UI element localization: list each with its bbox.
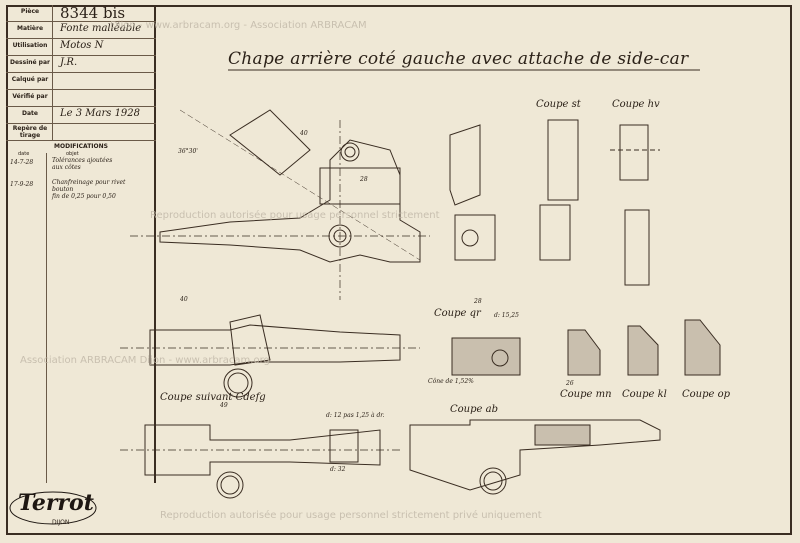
label-coupe-op: Coupe op (682, 389, 731, 400)
row-date: Date Le 3 Mars 1928 (6, 107, 156, 124)
divider (52, 22, 53, 39)
label-coupe-hv: Coupe hv (612, 99, 660, 110)
mod-date: 17-9-28 (10, 181, 34, 188)
watermark-text: Reproduction autorisée pour usage person… (160, 510, 542, 521)
plan-view (130, 109, 430, 300)
terrot-logo (9, 491, 97, 525)
divider (52, 124, 53, 141)
label-coupe-ab: Coupe ab (450, 404, 498, 415)
dimension-label: 40 (180, 296, 188, 303)
label-coupe-qr: Coupe qr (434, 308, 481, 319)
dimension-label: d: 15,25 (494, 312, 519, 319)
dimension-label: 26 (566, 380, 574, 387)
sections-mn-kl-op (567, 319, 721, 376)
divider (52, 90, 53, 107)
dimension-label: 49 (220, 402, 228, 409)
dimension-label: d: 12 pas 1,25 à dr. (326, 412, 385, 419)
checked-by-label: Vérifié par (12, 93, 48, 100)
drawn-by-value: J.R. (60, 57, 78, 68)
divider (52, 56, 53, 73)
dimension-label: 28 (360, 176, 368, 183)
modifications-heading: MODIFICATIONS (54, 143, 108, 150)
usage-value: Motos N (60, 40, 104, 51)
traced-by-label: Calqué par (11, 76, 49, 83)
elevation-view (120, 314, 420, 398)
mod-date: 14-7-28 (10, 159, 34, 166)
divider (52, 5, 53, 22)
row-traced-by: Calqué par (6, 73, 156, 90)
sheet-border (6, 5, 792, 535)
title-block: Pièce 8344 bis Matière Fonte malléable U… (6, 4, 156, 483)
piece-number: 8344 bis (60, 4, 126, 22)
drawing-title: Chape arrière coté gauche avec attache d… (228, 49, 689, 69)
material-value: Fonte malléable (60, 23, 142, 34)
row-usage: Utilisation Motos N (6, 39, 156, 56)
usage-label: Utilisation (12, 42, 48, 49)
dimension-label: d: 32 (330, 466, 346, 473)
dimension-label: 36°30' (178, 148, 198, 155)
watermark-text: Association ARBRACAM Dijon - www.arbraca… (20, 355, 270, 366)
mod-column-object: objet (66, 151, 79, 157)
section-hv (610, 124, 660, 286)
dimension-label: Cône de 1,52% (428, 378, 474, 385)
watermark-text: Dijon - www.arbracam.org - Association A… (110, 20, 367, 31)
row-piece: Pièce 8344 bis (6, 4, 156, 22)
section-ab (409, 419, 661, 495)
mod-text: Chanfreinage pour rivet bouton fin de 0,… (52, 179, 126, 200)
row-reference: Repère de tirage (6, 124, 156, 141)
section-st (449, 119, 579, 261)
drawn-by-label: Dessiné par (10, 59, 50, 66)
piece-label: Pièce (20, 8, 40, 15)
mod-text: Tolérances ajoutées aux côtes (52, 157, 113, 171)
divider (52, 39, 53, 56)
section-qr (451, 337, 521, 376)
label-coupe-mn: Coupe mn (560, 389, 612, 400)
date-value: Le 3 Mars 1928 (60, 108, 141, 119)
label-coupe-kl: Coupe kl (622, 389, 667, 400)
row-drawn-by: Dessiné par J.R. (6, 56, 156, 73)
divider (52, 73, 53, 90)
divider (52, 107, 53, 124)
row-material: Matière Fonte malléable (6, 22, 156, 39)
mod-divider (46, 153, 47, 483)
row-checked-by: Vérifié par (6, 90, 156, 107)
logo-city-text: DIJON (52, 519, 70, 526)
material-label: Matière (16, 25, 44, 32)
dimension-label: 28 (474, 298, 482, 305)
label-coupe-st: Coupe st (536, 99, 581, 110)
date-label: Date (22, 110, 38, 117)
logo-brand-text: Terrot (18, 490, 94, 516)
section-cdefg (120, 424, 400, 499)
reference-label: Repère de tirage (12, 125, 48, 139)
watermark-text: Reproduction autorisée pour usage person… (150, 210, 440, 221)
dimension-label: 40 (300, 130, 308, 137)
mod-column-date: date (18, 151, 30, 157)
label-coupe-cdefg: Coupe suivant Cdefg (160, 392, 266, 403)
